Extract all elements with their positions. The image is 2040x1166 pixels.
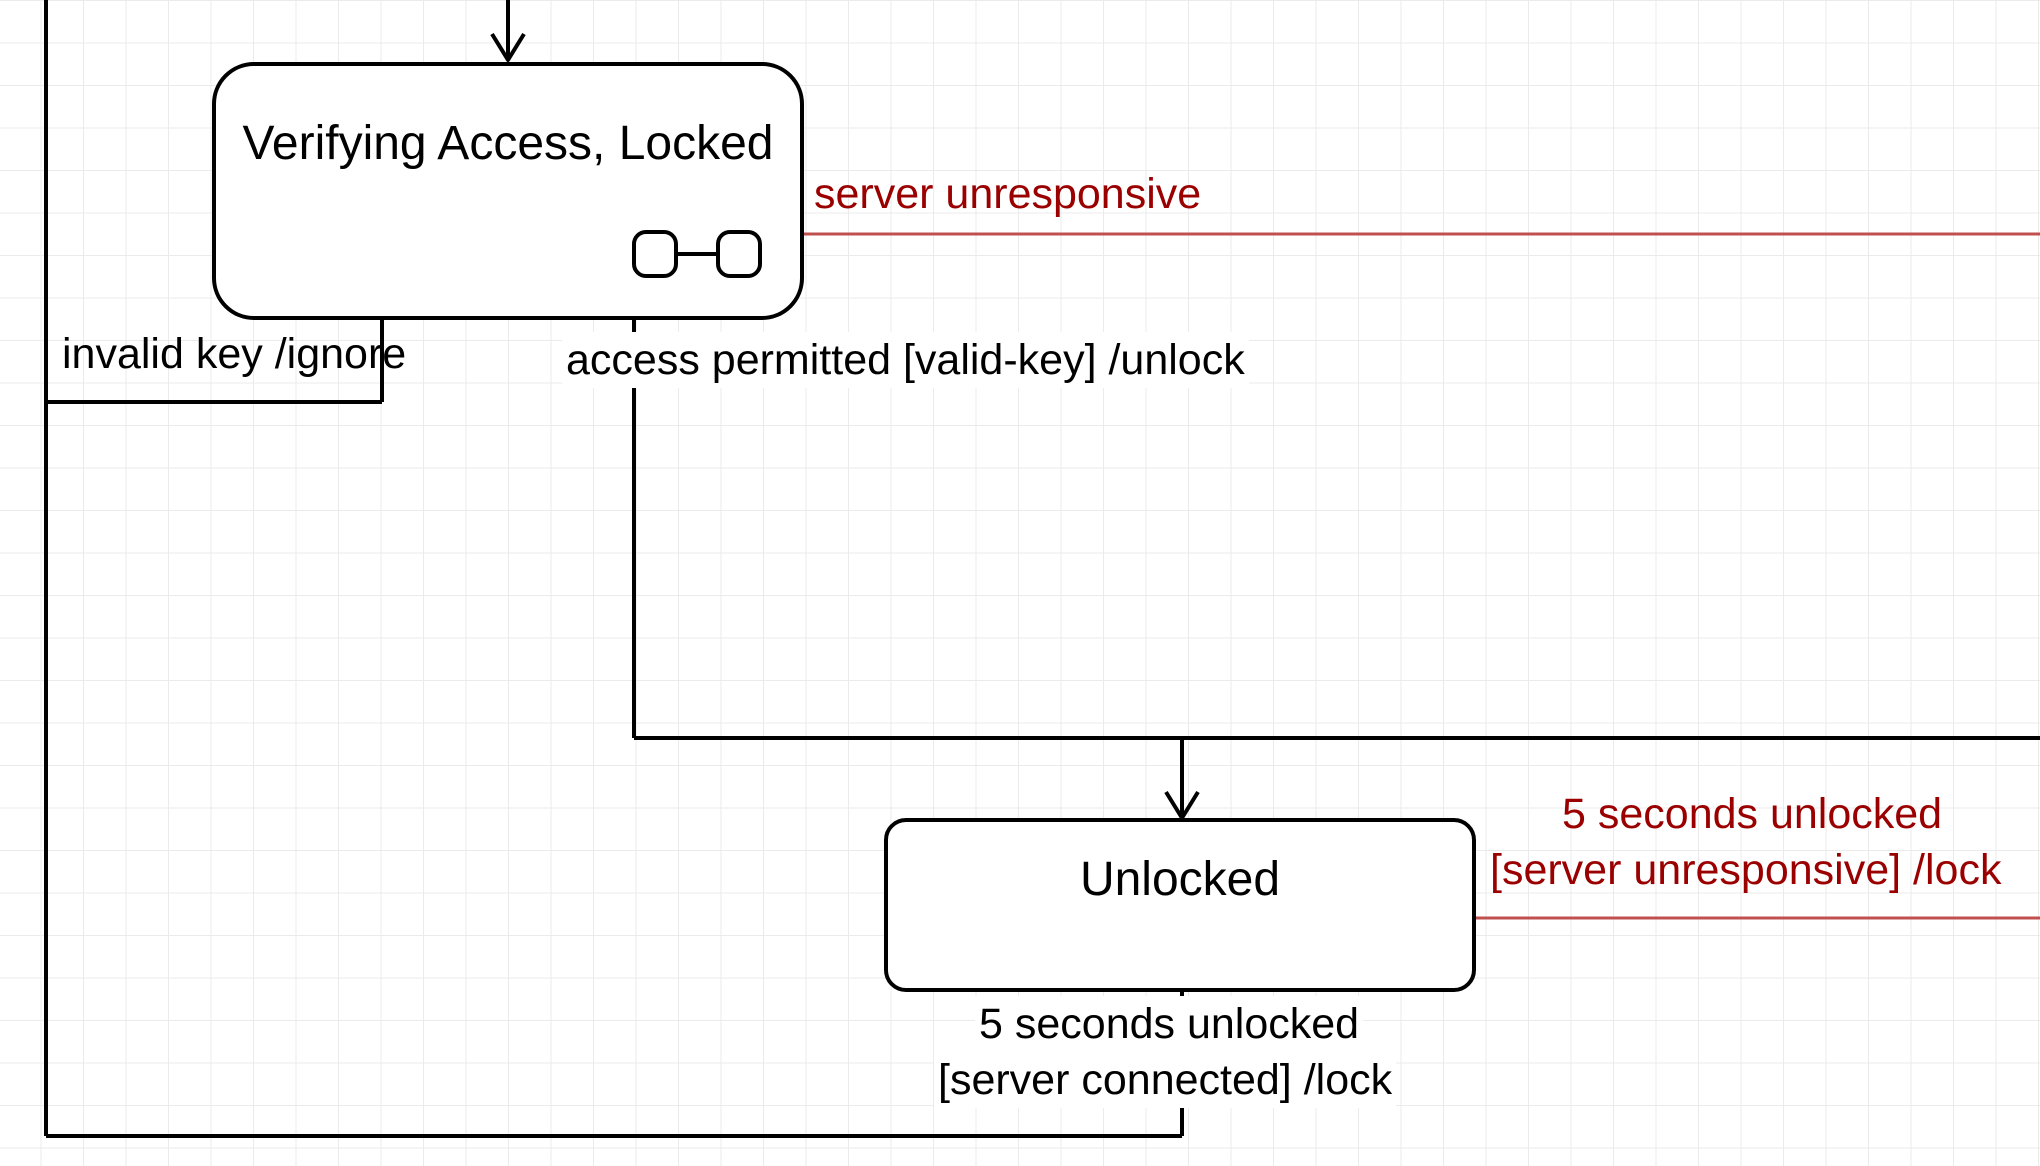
label-unlocked-timeout-2: [server connected] /lock [934,1052,1397,1108]
label-unlocked-timeout-red-2: [server unresponsive] /lock [1490,846,2002,894]
label-invalid-key: invalid key /ignore [62,330,407,378]
entry-arrowhead [490,32,526,62]
label-access-permitted: access permitted [valid-key] /unlock [562,332,1249,388]
state-verifying-title: Verifying Access, Locked [242,117,774,170]
composite-state-icon [632,230,762,278]
label-server-unresponsive: server unresponsive [814,170,1202,218]
state-unlocked-title: Unlocked [1079,853,1281,906]
state-unlocked[interactable] [884,818,1476,992]
label-unlocked-timeout-red-1: 5 seconds unlocked [1562,790,1943,838]
label-unlocked-timeout-1: 5 seconds unlocked [975,996,1364,1052]
state-verifying-access-locked[interactable] [212,62,804,320]
